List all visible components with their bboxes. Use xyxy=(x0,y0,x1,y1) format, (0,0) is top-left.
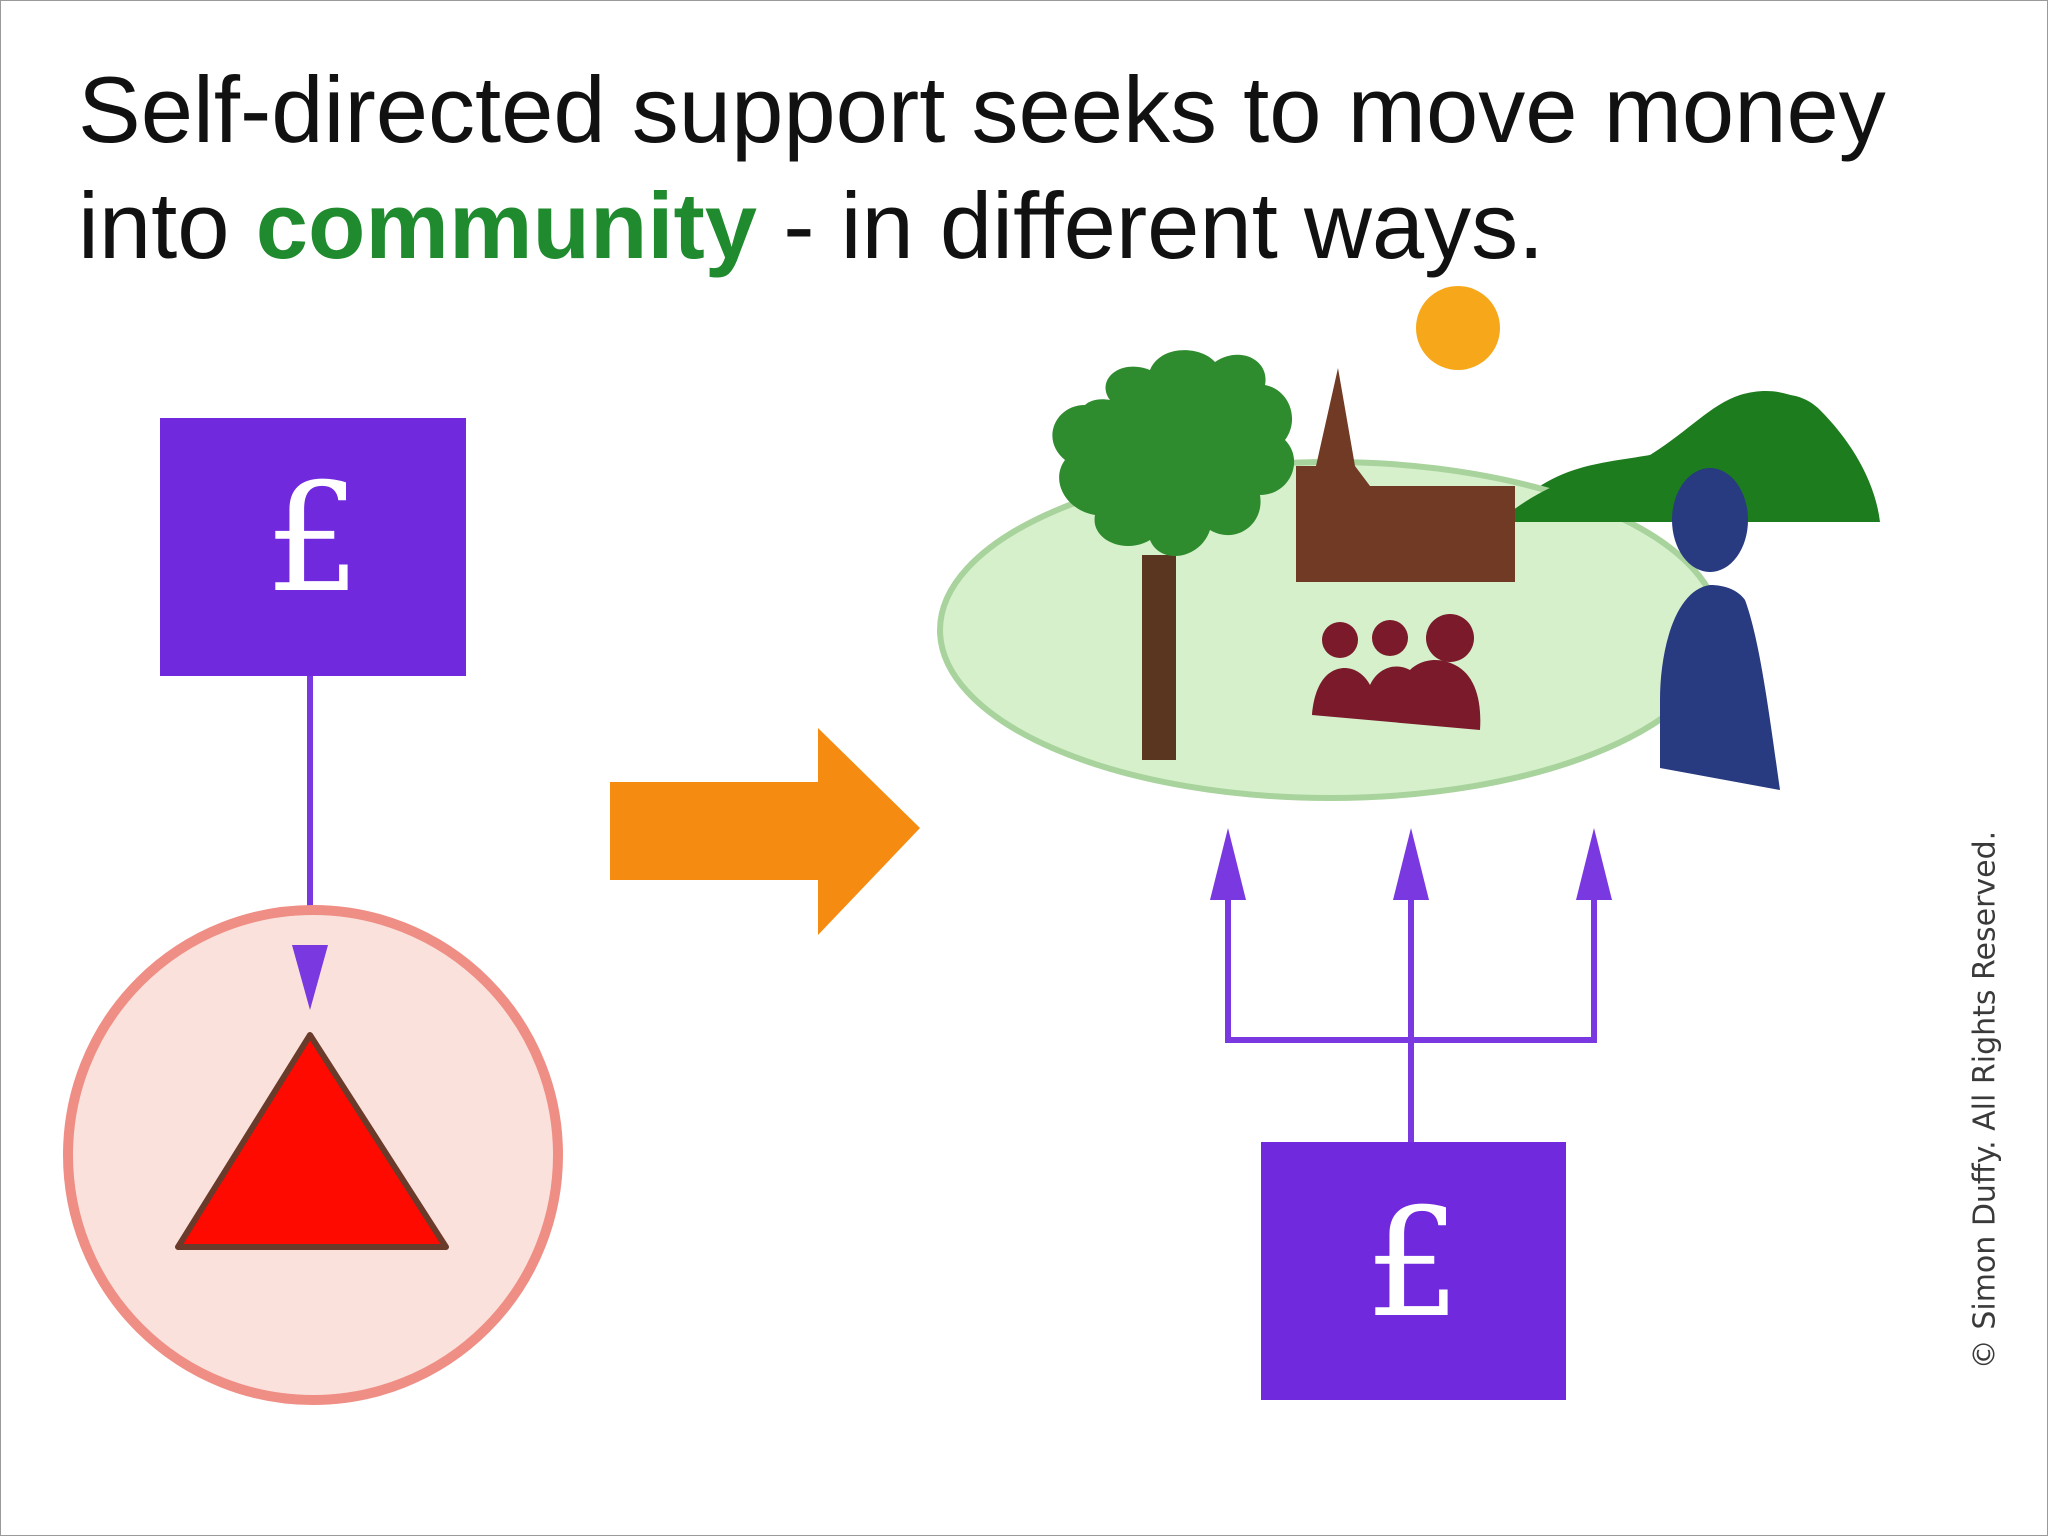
sun-icon xyxy=(1416,286,1500,370)
traditional-funding-group: £ xyxy=(63,418,563,1405)
people-group-icon xyxy=(1312,614,1481,730)
money-box-left xyxy=(160,418,466,676)
church-icon xyxy=(1296,368,1515,582)
person-icon xyxy=(1660,468,1780,790)
distributed-funding-group: £ xyxy=(1210,828,1612,1400)
pound-symbol-left: £ xyxy=(265,452,360,626)
service-triangle-icon xyxy=(175,1032,449,1250)
slide-title: Self-directed support seeks to move mone… xyxy=(78,52,1978,284)
title-text-end: - in different ways. xyxy=(757,173,1545,278)
flow-arrowhead-2 xyxy=(1393,828,1429,900)
funding-arrowhead-left xyxy=(292,945,328,1010)
flow-arrowhead-3 xyxy=(1576,828,1612,900)
copyright-notice: © Simon Duffy. All Rights Reserved. xyxy=(1967,830,2003,1370)
tree-trunk-icon xyxy=(1142,555,1176,760)
money-box-right xyxy=(1261,1142,1566,1400)
flow-arrowhead-1 xyxy=(1210,828,1246,900)
pound-symbol-right: £ xyxy=(1365,1177,1460,1351)
title-text-start: Self-directed support seeks to move mone… xyxy=(78,57,1886,278)
tree-crown-icon xyxy=(1052,350,1295,557)
community-scene xyxy=(937,286,1880,801)
hills-front-icon xyxy=(1490,391,1876,530)
title-accent-word: community xyxy=(255,173,758,278)
transition-arrow-icon xyxy=(610,728,920,935)
